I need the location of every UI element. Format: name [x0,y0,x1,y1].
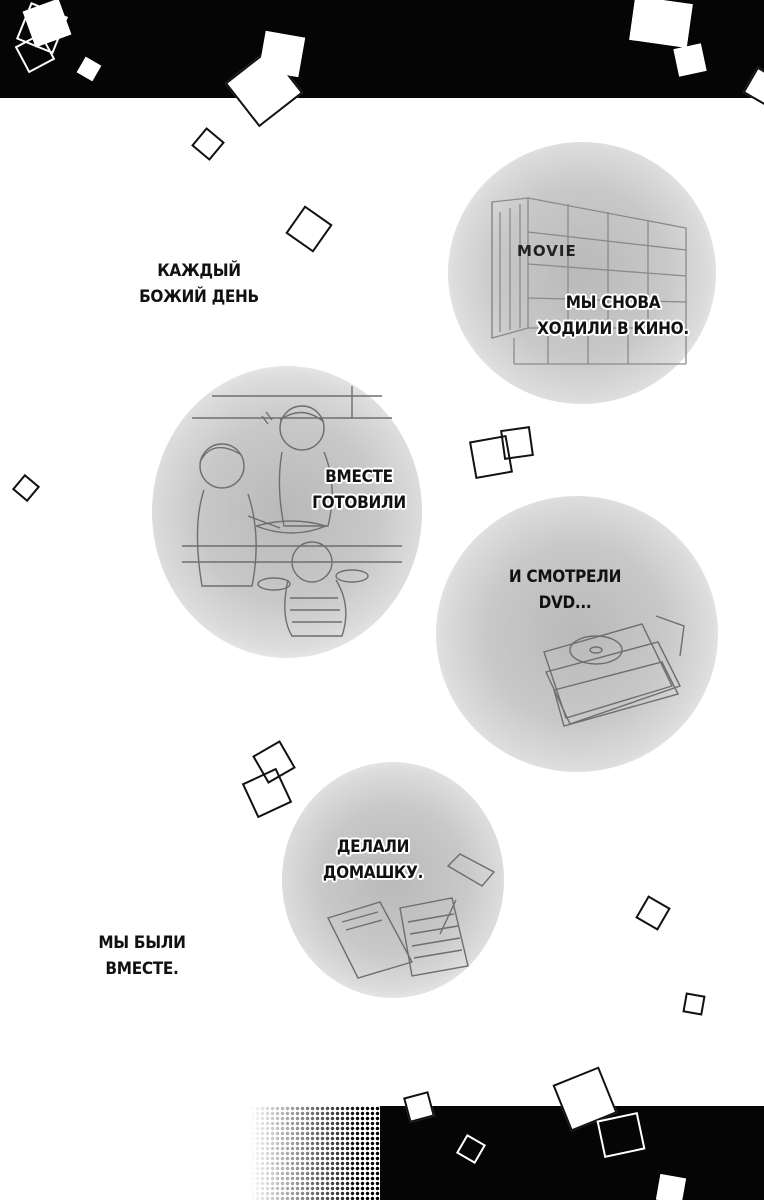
cooking-scene-illustration [182,386,402,637]
deco-square [635,895,671,931]
caption-line: ВМЕСТЕ [325,467,393,487]
deco-square [258,30,306,78]
homework-notebooks-illustration [327,853,496,979]
caption-dvd: И СМОТРЕЛИ DVD... [500,564,630,616]
deco-square [11,473,41,503]
caption-line: ГОТОВИЛИ [312,493,406,513]
memory-bubble-cinema: MOVIE [448,142,716,404]
memory-bubble-cooking [152,366,422,658]
caption-together: МЫ БЫЛИ ВМЕСТЕ. [84,930,200,982]
caption-line: ХОДИЛИ В КИНО. [537,319,689,339]
caption-line: МЫ БЫЛИ [98,933,186,953]
deco-square [673,43,707,77]
cinema-building-illustration: MOVIE [491,197,687,365]
caption-line: КАЖДЫЙ [157,261,241,281]
caption-every-day: КАЖДЫЙ БОЖИЙ ДЕНЬ [132,258,266,310]
memory-bubble-homework [282,762,504,998]
caption-line: МЫ СНОВА [565,293,661,313]
caption-cooked: ВМЕСТЕ ГОТОВИЛИ [302,464,416,516]
caption-line: ВМЕСТЕ. [105,959,179,979]
dvd-cases-illustration [543,615,685,727]
deco-square [655,1173,687,1200]
deco-square [629,0,693,48]
caption-movies: МЫ СНОВА ХОДИЛИ В КИНО. [530,290,696,342]
caption-homework: ДЕЛАЛИ ДОМАШКУ. [318,834,428,886]
caption-line: ДЕЛАЛИ [336,837,410,857]
caption-line: И СМОТРЕЛИ [508,567,622,587]
deco-square [285,205,333,253]
halftone-dot-pattern [250,1106,400,1200]
deco-square [191,127,225,161]
deco-square [500,426,534,460]
memory-bubble-dvd [436,496,718,772]
caption-line: БОЖИЙ ДЕНЬ [139,287,259,307]
deco-square [682,992,706,1016]
movie-sign: MOVIE [517,242,577,260]
caption-line: ДОМАШКУ. [322,863,424,883]
caption-line: DVD... [538,593,592,613]
